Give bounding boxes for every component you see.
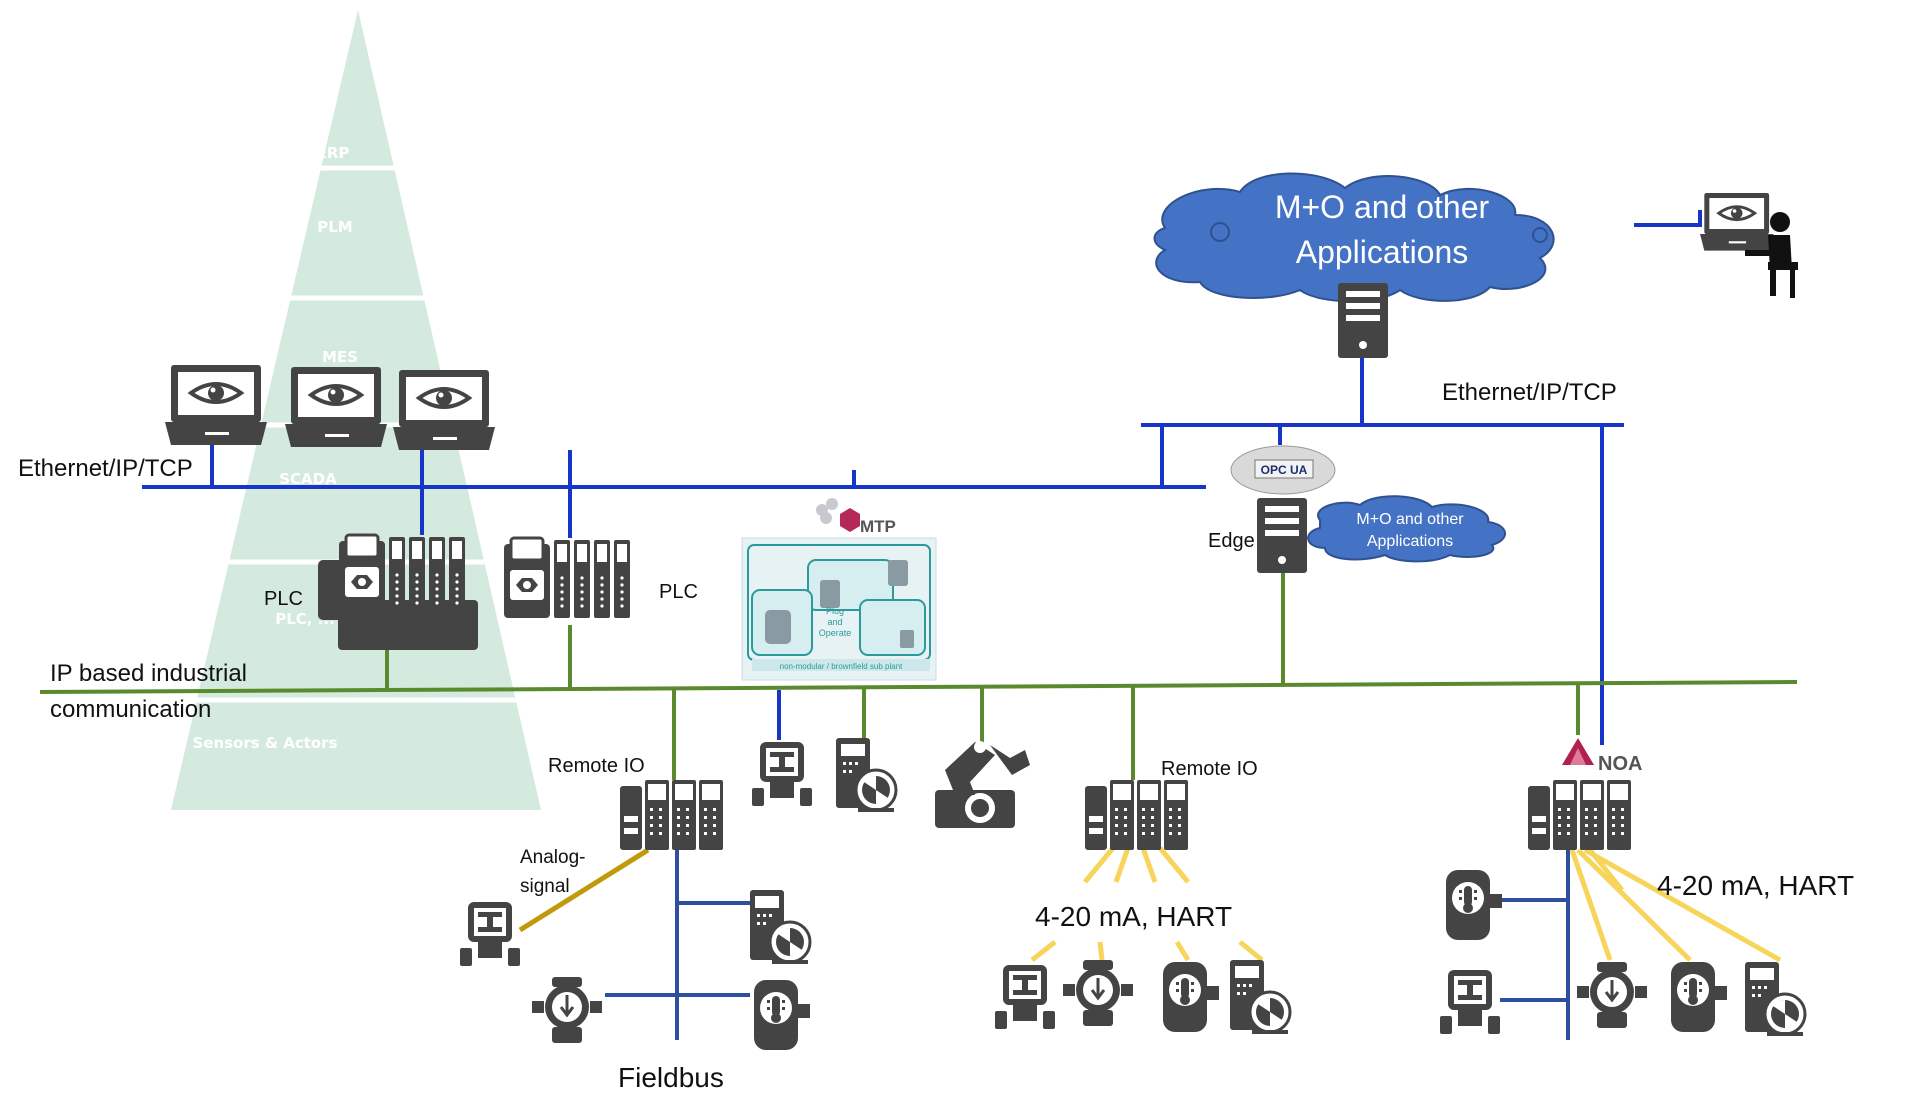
valve-icon[interactable] bbox=[460, 902, 520, 966]
cloud-large-line2: Applications bbox=[1296, 234, 1469, 270]
mtp-plug-text: Plug bbox=[826, 606, 844, 616]
remote-io-mid[interactable] bbox=[1085, 780, 1188, 850]
hart-lines bbox=[1030, 846, 1782, 963]
label-ethernet-right: Ethernet/IP/TCP bbox=[1442, 379, 1617, 406]
cloud-server-icon[interactable] bbox=[1338, 283, 1388, 358]
pyramid-level-plm: PLM bbox=[317, 218, 352, 236]
edge-server-icon[interactable]: OPC UA bbox=[1230, 445, 1336, 573]
mtp-and-text: and bbox=[827, 617, 842, 627]
flowmeter-icon[interactable] bbox=[1061, 958, 1135, 1028]
remote-io-left[interactable] bbox=[620, 780, 723, 850]
label-ip-line1: IP based industrial bbox=[50, 660, 247, 687]
opcua-badge-text: OPC UA bbox=[1261, 463, 1308, 477]
label-hart-mid: 4-20 mA, HART bbox=[1035, 901, 1232, 932]
pyramid-level-sensors: Sensors & Actors bbox=[192, 734, 337, 752]
mtp-module-panel: Plug and Operate non-modular / brownfiel… bbox=[741, 537, 937, 681]
label-remote-io-mid: Remote IO bbox=[1161, 758, 1258, 780]
cloud-large-line1: M+O and other bbox=[1275, 189, 1490, 225]
laptop-eye-icon[interactable] bbox=[283, 365, 389, 449]
label-analog-line2: signal bbox=[520, 876, 570, 897]
valve-icon[interactable] bbox=[995, 965, 1055, 1029]
thermometer-icon[interactable] bbox=[1163, 962, 1219, 1032]
ethernet-network bbox=[142, 210, 1702, 745]
analyzer-icon[interactable] bbox=[1743, 960, 1807, 1038]
mtp-logo: MTP bbox=[816, 498, 896, 536]
analog-signal-line bbox=[518, 847, 650, 933]
label-fieldbus: Fieldbus bbox=[618, 1062, 724, 1093]
label-remote-io-left: Remote IO bbox=[548, 755, 645, 777]
laptop-eye-icon[interactable] bbox=[391, 368, 497, 452]
thermometer-icon[interactable] bbox=[754, 980, 810, 1050]
label-ethernet-left: Ethernet/IP/TCP bbox=[18, 455, 193, 482]
laptop-eye-icon[interactable] bbox=[163, 363, 269, 447]
flowmeter-icon[interactable] bbox=[530, 975, 604, 1045]
noa-badge-text: NOA bbox=[1598, 753, 1642, 775]
label-plc-right: PLC bbox=[659, 581, 698, 603]
cloud-small-line1: M+O and other bbox=[1356, 511, 1464, 528]
valve-icon[interactable] bbox=[1440, 970, 1500, 1034]
cloud-applications-small[interactable]: M+O and other Applications bbox=[1307, 495, 1506, 563]
fieldbus-lines bbox=[605, 845, 1570, 1040]
valve-icon[interactable] bbox=[752, 742, 812, 806]
mtp-footer-text: non-modular / brownfield sub plant bbox=[780, 662, 904, 671]
flowmeter-icon[interactable] bbox=[1575, 960, 1649, 1030]
laptop-eye-icon[interactable] bbox=[1698, 191, 1775, 253]
mtp-operate-text: Operate bbox=[819, 628, 852, 638]
ip-industrial-bus bbox=[39, 570, 1798, 780]
pyramid-level-scada: SCADA bbox=[279, 470, 337, 488]
remote-io-noa[interactable]: NOA bbox=[1528, 738, 1642, 850]
plc-right[interactable] bbox=[502, 536, 632, 620]
operator-person-icon bbox=[1745, 212, 1798, 298]
analyzer-icon[interactable] bbox=[1228, 958, 1292, 1036]
analyzer-icon[interactable] bbox=[748, 888, 812, 966]
cloud-small-line2: Applications bbox=[1367, 533, 1453, 550]
pyramid-level-mes: MES bbox=[322, 348, 358, 366]
pyramid-level-erp: ERP bbox=[317, 144, 350, 162]
label-plc-left: PLC bbox=[264, 588, 303, 610]
label-ip-line2: communication bbox=[50, 696, 211, 723]
mtp-badge-text: MTP bbox=[860, 517, 896, 536]
label-analog-line1: Analog- bbox=[520, 847, 586, 868]
robot-arm-icon[interactable] bbox=[935, 741, 1030, 828]
thermometer-icon[interactable] bbox=[1671, 962, 1727, 1032]
label-hart-right: 4-20 mA, HART bbox=[1657, 870, 1854, 901]
cloud-applications-large[interactable]: M+O and other Applications bbox=[1153, 172, 1555, 303]
plc-stack-left[interactable] bbox=[318, 533, 478, 650]
analyzer-icon[interactable] bbox=[834, 736, 898, 814]
label-edge: Edge bbox=[1208, 530, 1255, 552]
thermometer-icon[interactable] bbox=[1446, 870, 1502, 940]
